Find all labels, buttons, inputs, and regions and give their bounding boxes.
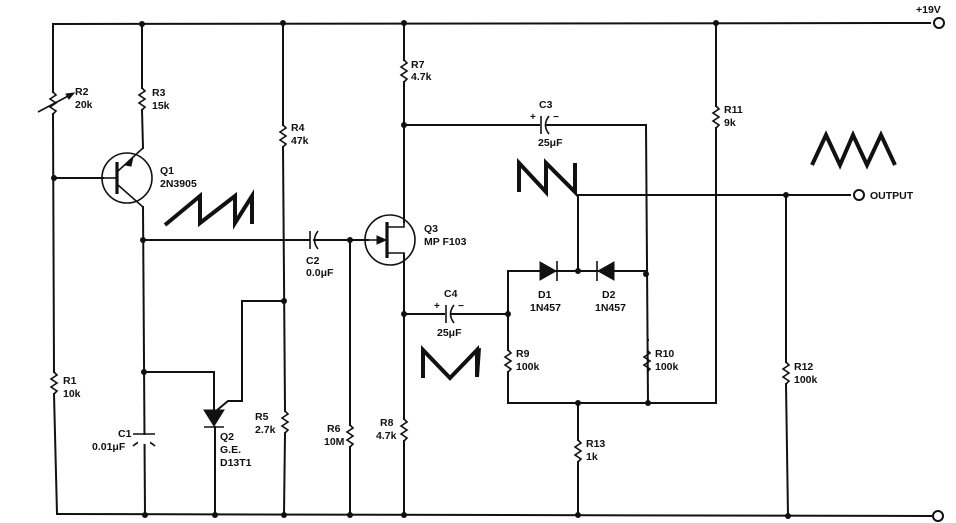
r9-ref: R9 [516,348,530,360]
output-terminal[interactable] [853,189,865,201]
supply-rail: +19V [51,4,945,29]
r11-resistor: R11 9k [711,22,743,404]
c2-capacitor: C2 0.0μF [142,230,369,279]
q3-column: R7 4.7k R8 4.7k [376,22,432,515]
r2-value: 20k [75,99,93,111]
q2-put: Q2 G.E. D13T1 [143,300,285,515]
r2-potentiometer: R2 20k [37,86,93,113]
c2-ref: C2 [306,255,320,267]
r2-r1-column [48,23,59,516]
r5-ref: R5 [255,411,269,423]
d2-part: 1N457 [595,302,626,314]
q3-ref: Q3 [424,223,438,235]
q2-maker: G.E. [220,444,241,456]
r8-ref: R8 [380,417,394,429]
r4-ref: R4 [291,122,305,134]
r7-ref: R7 [411,59,425,71]
q1-part: 2N3905 [160,178,197,190]
d1-ref: D1 [538,289,552,301]
r3-ref: R3 [152,87,166,99]
supply-terminal[interactable] [933,17,945,29]
c4-ref: C4 [444,288,458,300]
r1-resistor: R1 10k [63,375,81,400]
r12-ref: R12 [794,361,813,373]
c4-minus: − [458,301,464,312]
d2-ref: D2 [602,289,616,301]
r13-ref: R13 [586,438,605,450]
output-label: OUTPUT [870,190,914,202]
c3-minus: − [553,112,559,123]
r6-resistor: R6 10M [324,239,355,515]
r8-value: 4.7k [376,430,397,442]
q2-ref: Q2 [220,431,234,443]
output-node: OUTPUT R12 100k [781,189,914,518]
c1-capacitor: C1 0.01μF [92,428,156,453]
q3-part: MP F103 [424,236,467,248]
r6-ref: R6 [327,423,341,435]
r2-ref: R2 [75,86,89,98]
c1-value: 0.01μF [92,441,126,453]
sawtooth-falling-c3 [517,157,577,198]
r4-value: 47k [291,135,309,147]
r10-ref: R10 [655,348,674,360]
d1-part: 1N457 [530,302,561,314]
r4-r5-column: R4 47k R5 2.7k [255,22,309,516]
r11-value: 9k [724,117,736,129]
c3-ref: C3 [539,99,553,111]
r9-value: 100k [516,361,540,373]
d1-diode: D1 1N457 [530,261,561,314]
r11-ref: R11 [724,104,743,116]
c4-capacitor: + − C4 25μF [403,288,509,339]
triangle-output [810,130,897,170]
c1-ref: C1 [118,428,132,440]
ground-rail [55,510,944,522]
diode-network: R9 100k R10 100k R13 1k [503,194,851,515]
c3-capacitor: + − C3 25μF [403,99,650,405]
q3-fet: Q3 MP F103 [364,214,467,266]
r3-value: 15k [152,100,170,112]
r5-value: 2.7k [255,424,276,436]
c3-plus: + [530,112,536,123]
q1-column: R3 15k [53,23,170,516]
ground-terminal[interactable] [932,510,944,522]
r12-value: 100k [794,374,818,386]
c4-value: 25μF [437,327,462,339]
q1-ref: Q1 [160,165,174,177]
r10-value: 100k [655,361,679,373]
r1-ref: R1 [63,375,77,387]
sawtooth-rising-c4 [421,345,481,381]
supply-label: +19V [916,4,941,16]
c2-value: 0.0μF [306,267,334,279]
q1-transistor: Q1 2N3905 [101,147,197,208]
r1-value: 10k [63,388,81,400]
q2-part: D13T1 [220,457,252,469]
sawtooth-rising-q1 [163,189,254,230]
c4-plus: + [434,301,440,312]
r7-value: 4.7k [411,71,432,83]
r6-value: 10M [324,436,345,448]
c3-value: 25μF [538,137,563,149]
d2-diode: D2 1N457 [595,261,626,314]
r13-value: 1k [586,451,598,463]
